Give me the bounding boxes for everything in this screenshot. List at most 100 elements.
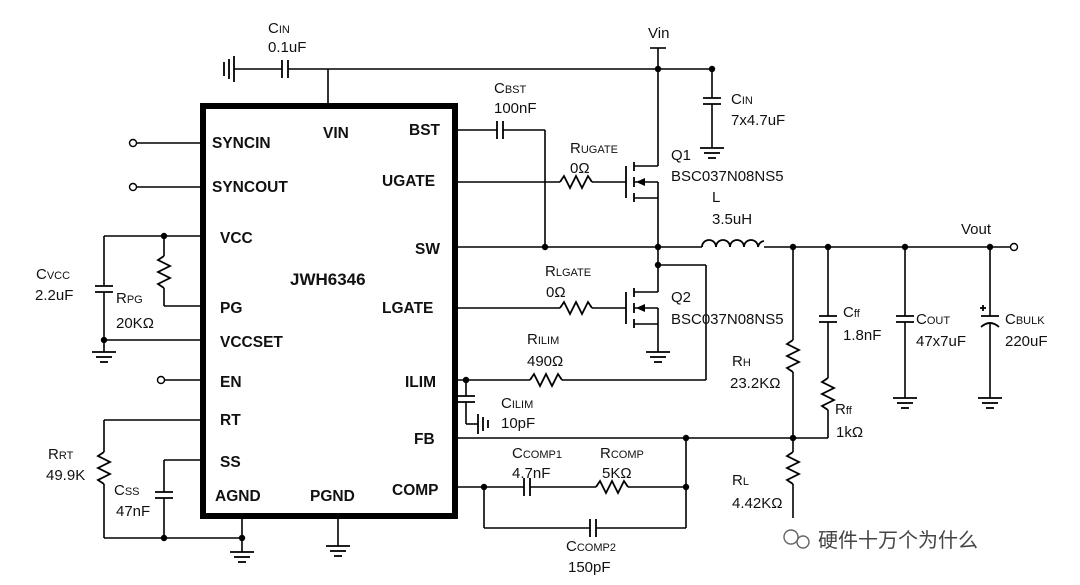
vout-net-label: Vout — [961, 221, 992, 238]
ic-body — [200, 103, 458, 519]
pin-comp: COMP — [392, 482, 439, 499]
syncout-terminal — [128, 182, 138, 192]
rh-value: 23.2KΩ — [730, 375, 780, 392]
junction-agnd — [238, 534, 246, 542]
junction-vccset — [100, 336, 108, 344]
rlgate-label: RLGATE — [545, 263, 591, 280]
cilim-capacitor — [457, 380, 489, 434]
cvcc-label: CVCC — [36, 266, 70, 283]
rcomp-label: RCOMP — [600, 445, 644, 462]
rpg-resistor — [155, 236, 203, 307]
rilim-label: RILIM — [527, 331, 559, 348]
junction-agnd-css — [160, 534, 168, 542]
rff-value: 1kΩ — [836, 424, 863, 441]
rrt-label: RRT — [48, 446, 74, 463]
cin-bulk-capacitor — [700, 69, 724, 159]
pin-vin: VIN — [323, 125, 349, 142]
cff-capacitor — [819, 247, 837, 378]
ccomp1-value: 4.7nF — [512, 465, 550, 482]
vout-terminal — [1009, 242, 1019, 252]
rh-label: RH — [732, 353, 751, 370]
cbst-capacitor — [455, 121, 546, 247]
rcomp-value: 5KΩ — [602, 465, 632, 482]
rilim-value: 490Ω — [527, 353, 563, 370]
rrt-resistor — [95, 419, 203, 538]
cin-bulk-label: CIN — [731, 91, 753, 108]
pin-ss: SS — [220, 454, 241, 471]
pin-ugate: UGATE — [382, 173, 435, 190]
cin-small-capacitor — [223, 56, 712, 82]
cbulk-capacitor — [978, 247, 1002, 409]
cbulk-value: 220uF — [1005, 333, 1048, 350]
cout-label: COUT — [916, 311, 950, 328]
rl-label: RL — [732, 472, 749, 489]
ccomp2-label: CCOMP2 — [566, 538, 616, 555]
agnd-ground-icon — [230, 551, 254, 563]
pin-syncin: SYNCIN — [212, 135, 271, 152]
pin-pgnd: PGND — [310, 488, 355, 505]
rcomp-resistor — [595, 478, 686, 496]
cilim-value: 10pF — [501, 415, 535, 432]
ic-name: JWH6346 — [290, 270, 366, 289]
watermark: 硬件十万个为什么 — [783, 528, 978, 552]
rff-label: Rff — [835, 401, 853, 418]
rugate-value: 0Ω — [570, 160, 590, 177]
rlgate-value: 0Ω — [546, 284, 566, 301]
cvcc-value: 2.2uF — [35, 287, 73, 304]
pin-pg: PG — [220, 300, 242, 317]
cin-small-label: CIN — [268, 20, 290, 37]
rugate-label: RUGATE — [570, 140, 618, 157]
pin-agnd: AGND — [215, 488, 261, 505]
cilim-label: CILIM — [501, 395, 533, 412]
cout-capacitor — [893, 247, 917, 409]
cout-value: 47x7uF — [916, 333, 966, 350]
wechat-icon — [783, 529, 799, 545]
rilim-resistor — [455, 371, 706, 389]
pin-rt: RT — [220, 412, 241, 429]
pin-ilim: ILIM — [405, 374, 436, 391]
syncin-terminal — [128, 138, 138, 148]
rl-value: 4.42KΩ — [732, 495, 782, 512]
junction-sw-bst — [541, 243, 549, 251]
rpg-label: RPG — [116, 290, 143, 307]
pin-fb: FB — [414, 431, 435, 448]
q1-mosfet — [625, 160, 659, 247]
en-terminal — [156, 375, 166, 385]
inductor-value: 3.5uH — [712, 211, 752, 228]
ccomp2-capacitor — [483, 487, 686, 537]
pin-lgate: LGATE — [382, 300, 433, 317]
q2-part: BSC037N08NS5 — [671, 311, 784, 328]
rugate-resistor — [455, 173, 626, 191]
junction-cilim — [462, 376, 470, 384]
vin-net-label: Vin — [648, 25, 669, 42]
pin-bst: BST — [409, 122, 441, 139]
css-label: CSS — [114, 482, 140, 499]
inductor — [701, 239, 1010, 248]
rh-resistor — [784, 247, 802, 452]
pin-en: EN — [220, 374, 242, 391]
rpg-value: 20KΩ — [116, 315, 154, 332]
rrt-value: 49.9K — [46, 467, 85, 484]
cbst-value: 100nF — [494, 100, 537, 117]
ccomp2-value: 150pF — [568, 559, 611, 576]
cbulk-label: CBULK — [1005, 311, 1045, 328]
pin-syncout: SYNCOUT — [212, 179, 288, 196]
ccomp1-label: CCOMP1 — [512, 445, 562, 462]
css-capacitor — [155, 459, 203, 538]
rl-resistor — [784, 451, 802, 518]
watermark-text: 硬件十万个为什么 — [818, 528, 978, 552]
inductor-name: L — [712, 189, 720, 206]
cff-value: 1.8nF — [843, 327, 881, 344]
cff-label: Cff — [843, 304, 861, 321]
pin-sw: SW — [415, 241, 440, 258]
css-value: 47nF — [116, 503, 150, 520]
cin-small-value: 0.1uF — [268, 39, 306, 56]
pin-vccset: VCCSET — [220, 334, 283, 351]
pgnd-ground-icon — [326, 516, 350, 557]
ccomp1-capacitor — [484, 478, 596, 496]
q1-name: Q1 — [671, 147, 691, 164]
cin-bulk-value: 7x4.7uF — [731, 112, 785, 129]
rff-resistor — [793, 377, 837, 439]
q2-mosfet — [625, 288, 670, 363]
